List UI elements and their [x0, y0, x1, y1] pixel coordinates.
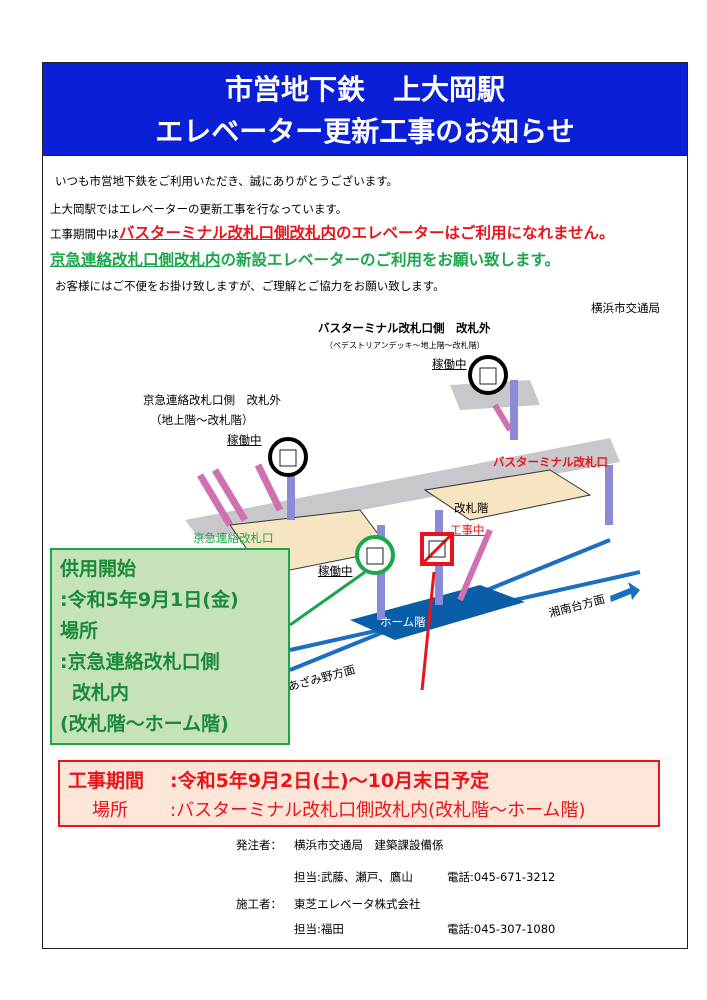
orderer-tel: 電話:045-671-3212 — [447, 870, 556, 884]
place-value-3: (改札階～ホーム階) — [60, 713, 229, 735]
title-line2: エレベーター更新工事のお知らせ — [155, 115, 575, 148]
intro-p1: いつも市営地下鉄をご利用いただき、誠にありがとうございます。 — [55, 174, 399, 188]
bus-side-sub: （ペデストリアンデッキ～地上階～改札階） — [325, 341, 485, 350]
red-pointer-arrow — [420, 571, 436, 690]
escalator — [457, 528, 493, 602]
period-value: :令和5年9月2日(土)～10月末日予定 — [170, 770, 490, 792]
elevator-shaft — [510, 380, 518, 440]
escalator — [196, 473, 234, 527]
intro-p4-green: の新設エレベーターのご利用をお願い致します。 — [220, 251, 560, 269]
contractor-label: 施工者： — [236, 897, 282, 911]
issuer: 横浜市交通局 — [591, 301, 660, 315]
service-start-date: :令和5年9月1日(金) — [60, 589, 239, 611]
contractor: 東芝エレベータ株式会社 — [294, 897, 421, 911]
bus-side-title: バスターミナル改札口側 改札外 — [318, 321, 491, 335]
gate-area — [423, 469, 592, 521]
service-start-label: 供用開始 — [60, 558, 137, 580]
orderer: 横浜市交通局 建築課設備係 — [294, 838, 444, 852]
place-label: 場所 — [92, 800, 128, 821]
construction-period-box: 工事期間 :令和5年9月2日(土)～10月末日予定 場所 :バスターミナル改札口… — [58, 760, 660, 827]
under-construction-label: 工事中 — [450, 523, 485, 537]
operating-label: 稼働中 — [432, 357, 467, 371]
elevator-marker-black — [268, 437, 308, 477]
construction-cross — [420, 532, 454, 566]
bus-gate-label: バスターミナル改札口 — [493, 455, 608, 469]
title-banner: 市営地下鉄 上大岡駅 エレベーター更新工事のお知らせ — [42, 62, 688, 156]
elevator-shaft — [287, 460, 295, 520]
intro-p4-green-underlined: 京急連絡改札口側改札内 — [50, 251, 221, 269]
orderer-staff: 担当:武藤、瀬戸、鷹山 — [294, 870, 413, 884]
title-line1: 市営地下鉄 上大岡駅 — [224, 73, 505, 106]
escalator — [254, 463, 284, 512]
contractor-tel: 電話:045-307-1080 — [447, 922, 556, 936]
orderer-label: 発注者： — [236, 838, 282, 852]
elevator-marker-green — [355, 535, 395, 575]
operating-label: 稼働中 — [318, 564, 353, 578]
intro-p3: 工事期間中はバスターミナル改札口側改札内のエレベーターはご利用になれません。 — [50, 221, 615, 243]
intro-p5: お客様にはご不便をお掛け致しますが、ご理解とご協力をお願い致します。 — [55, 279, 445, 293]
new-elevator-box: 供用開始 :令和5年9月1日(金) 場所 :京急連絡改札口側 改札内 (改札階～… — [50, 548, 290, 745]
intro-p3-red-underlined: バスターミナル改札口側改札内 — [119, 224, 337, 242]
elevator-marker-black — [468, 355, 508, 395]
operating-label: 稼働中 — [227, 433, 262, 447]
keikyu-side-title: 京急連絡改札口側 改札外 — [143, 393, 281, 407]
gate-floor-label: 改札階 — [454, 501, 489, 515]
keikyu-gate-label: 京急連絡改札口 — [193, 531, 274, 545]
keikyu-side-sub: （地上階～改札階） — [150, 413, 254, 427]
elevator-shaft — [605, 465, 613, 525]
green-pointer-arrow — [289, 570, 366, 627]
direction-arrow-icon — [610, 582, 640, 602]
platform-floor — [350, 585, 525, 640]
intro-p3-red: のエレベーターはご利用になれません。 — [336, 224, 615, 242]
escalator — [211, 468, 249, 522]
platform-label: ホーム階 — [380, 615, 426, 629]
place-value-2: 改札内 — [72, 682, 130, 704]
period-label: 工事期間 — [68, 770, 145, 792]
elevator-icon — [279, 367, 497, 565]
contractor-staff: 担当:福田 — [294, 922, 344, 936]
escalator — [492, 403, 513, 432]
place-value: :バスターミナル改札口側改札内(改札階～ホーム階) — [170, 800, 586, 821]
place-label: 場所 — [60, 620, 99, 642]
place-value: :京急連絡改札口側 — [60, 651, 220, 673]
intro-p4: 京急連絡改札口側改札内の新設エレベーターのご利用をお願い致します。 — [50, 248, 560, 270]
intro-p2: 上大岡駅ではエレベーターの更新工事を行なっています。 — [50, 202, 348, 216]
intro-p3-prefix: 工事期間中は — [50, 227, 119, 241]
